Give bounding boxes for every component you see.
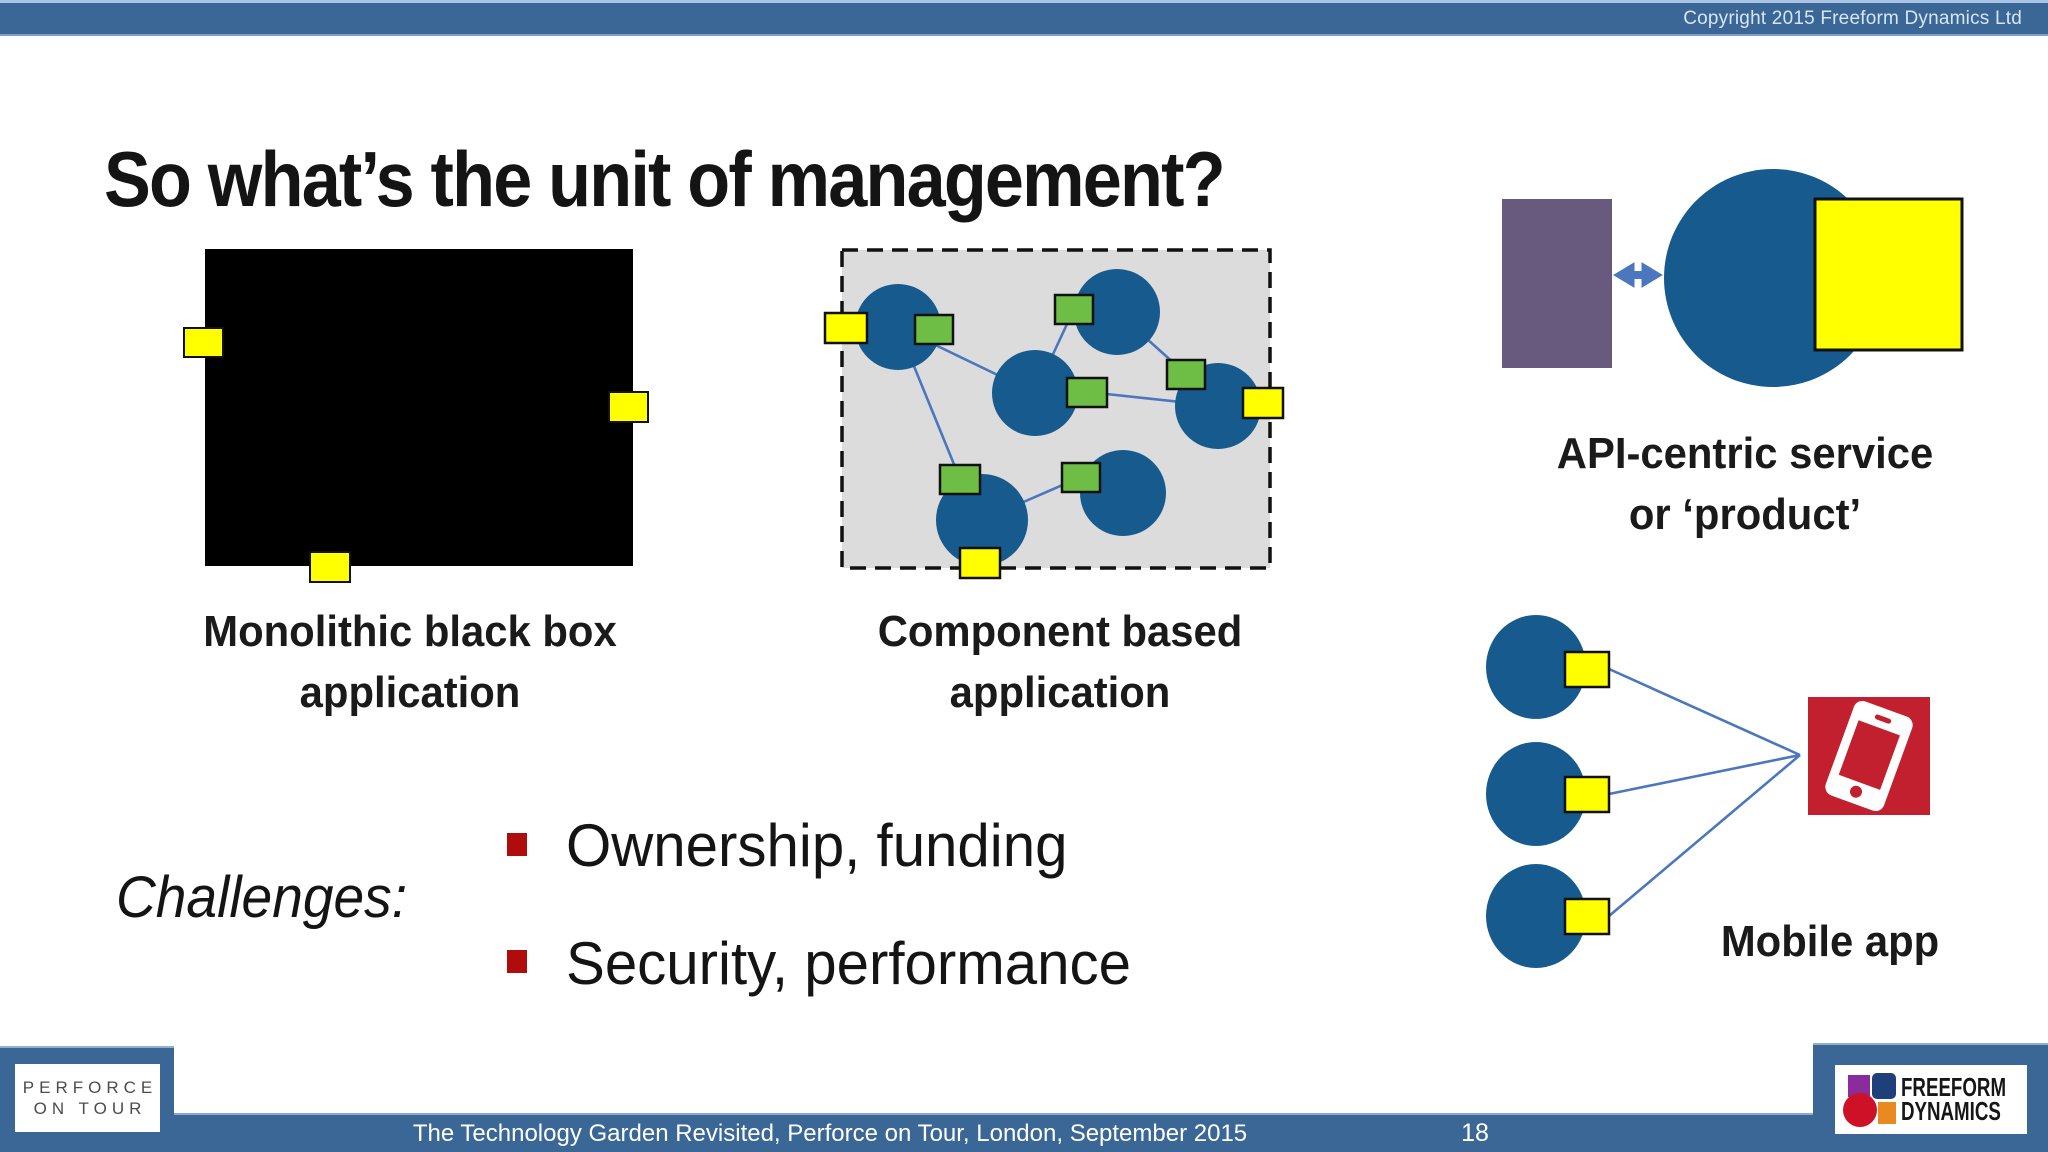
copyright-text: Copyright 2015 Freeform Dynamics Ltd [1683,7,2022,29]
monolith-caption-line2: application [299,667,521,717]
service-circle [1486,615,1586,719]
mobile-app-diagram [1486,615,1930,968]
green-port [1065,376,1109,409]
bullet-square-icon [507,950,527,973]
component-caption: Component based application [832,602,1288,723]
freeform-logo-line2: DYNAMICS [1901,1095,2001,1126]
freeform-logo-text: FREEFORM DYNAMICS [1901,1071,2007,1126]
green-port [1053,293,1095,326]
green-port [913,313,955,346]
mobile-caption: Mobile app [1707,912,1954,973]
yellow-port [1563,897,1611,936]
perforce-on-tour-logo: PERFORCE ON TOUR [15,1064,160,1132]
monolith-port-right-yellow [608,391,649,423]
green-port [1060,461,1102,494]
monolith-caption: Monolithic black box application [163,602,657,723]
freeform-logo-line1: FREEFORM [1901,1071,2007,1102]
challenge-item-2: Security, performance [566,930,1131,997]
yellow-port [958,546,1002,580]
component-caption-line1: Component based [877,607,1243,656]
component-circle [1080,450,1166,536]
service-circle [1486,742,1586,846]
bullet-square-icon [507,833,527,856]
connector-line [1608,753,1801,796]
service-circle [1486,864,1586,968]
component-circle [1074,269,1160,355]
monolith-caption-line1: Monolithic black box [203,607,617,656]
api-yellow-square [1813,197,1964,352]
slide-page-number: 18 [1461,1119,1489,1147]
footer-bar [0,1113,2048,1152]
yellow-port [823,311,869,345]
component-circle [855,284,941,370]
monolith-black-box [205,249,633,566]
monolith-port-left-yellow [183,327,224,358]
component-green-ports [913,293,1207,496]
component-diagram [823,248,1285,580]
freeform-logo-box: FREEFORM DYNAMICS [1813,1043,2048,1152]
double-arrow-icon [1613,262,1663,288]
monolith-diagram [183,249,649,583]
api-service-diagram [1502,169,1964,387]
freeform-dynamics-logo: FREEFORM DYNAMICS [1835,1065,2027,1134]
challenge-item-1: Ownership, funding [566,812,1068,879]
api-purple-rect [1502,199,1612,368]
connector-line [1608,754,1801,917]
mobile-connectors [1608,667,1801,917]
challenges-label: Challenges: [116,865,407,930]
copyright-bar: Copyright 2015 Freeform Dynamics Ltd [0,0,2048,36]
monolith-port-bottom-yellow [309,551,351,583]
slide-title: So what’s the unit of management? [104,135,1226,224]
footer-title-text: The Technology Garden Revisited, Perforc… [412,1120,1248,1147]
yellow-port [1563,775,1611,814]
mobile-caption-text: Mobile app [1720,917,1940,966]
component-yellow-ports [823,311,1285,580]
api-caption: API-centric service or ‘product’ [1531,424,1959,545]
connector-line [1608,667,1801,757]
perforce-logo-box: PERFORCE ON TOUR [0,1046,174,1152]
component-circle [992,350,1078,436]
freeform-logo-mark-icon [1843,1072,1896,1127]
yellow-port [1241,386,1285,420]
perforce-logo-line2: ON TOUR [33,1099,147,1118]
green-port [938,463,982,496]
perforce-logo-line1: PERFORCE [22,1077,158,1097]
component-circles [855,269,1261,566]
component-caption-line2: application [949,667,1171,717]
api-caption-line2: or ‘product’ [1628,489,1862,539]
mobile-service-circles [1486,615,1586,968]
yellow-port [1563,650,1611,689]
smartphone-icon [1825,700,1913,812]
mobile-yellow-ports [1563,650,1611,936]
component-circle [936,474,1028,566]
api-caption-line1: API-centric service [1556,429,1934,478]
green-port [1165,358,1207,391]
